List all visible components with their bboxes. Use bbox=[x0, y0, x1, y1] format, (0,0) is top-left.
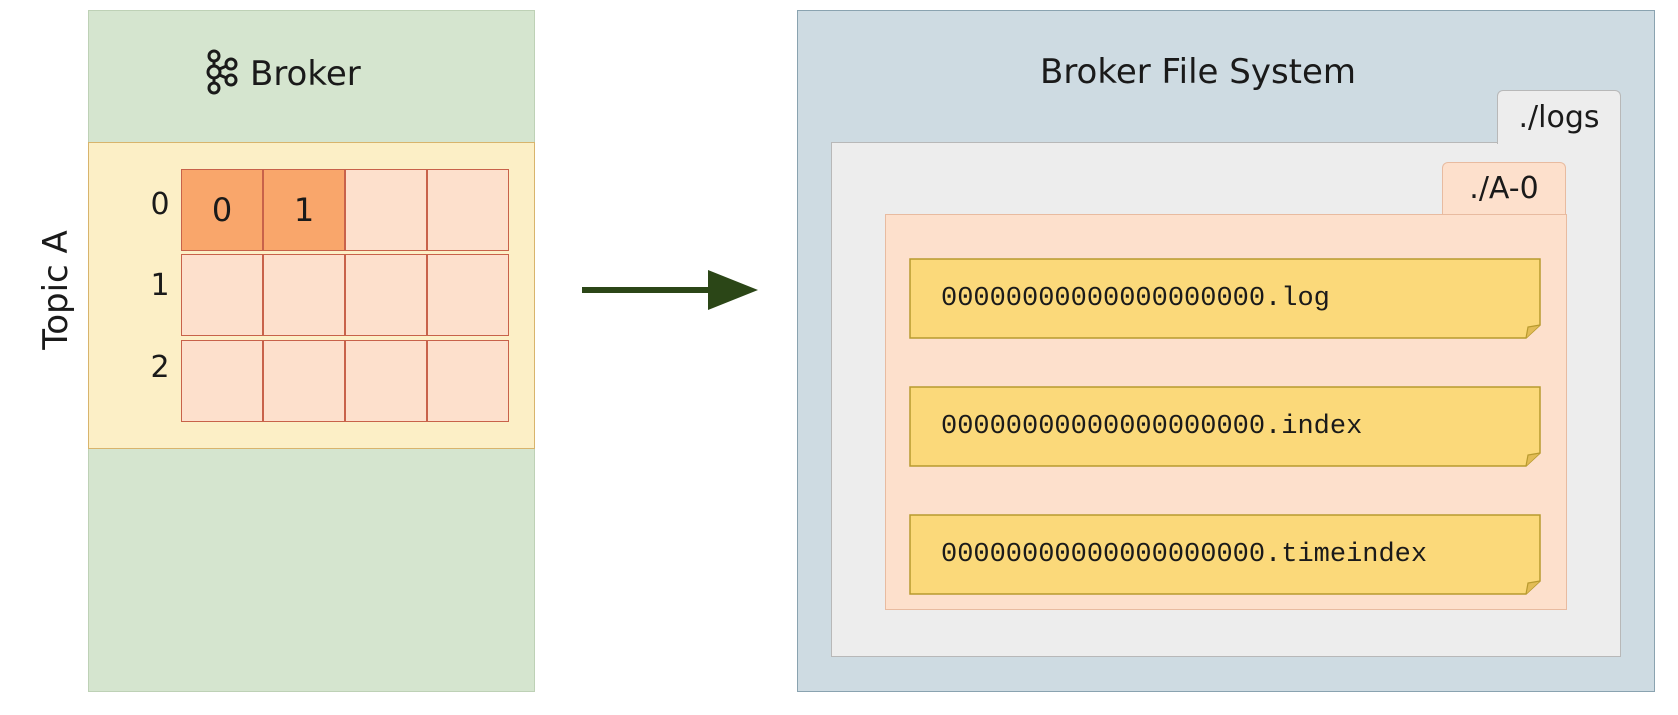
partition-1-cell-2 bbox=[345, 254, 427, 336]
partition-0-cell-0: 0 bbox=[181, 169, 263, 251]
file-system-title: Broker File System bbox=[1040, 52, 1357, 92]
index-file: 00000000000000000000.index bbox=[909, 386, 1541, 467]
broker-header: Broker bbox=[200, 49, 361, 99]
partition-label-0: 0 bbox=[150, 187, 170, 222]
partition-1-cell-1 bbox=[263, 254, 345, 336]
partition-2-cell-0 bbox=[181, 340, 263, 422]
partition-2-cell-2 bbox=[345, 340, 427, 422]
partition-0-cell-2 bbox=[345, 169, 427, 251]
timeindex-file-name: 00000000000000000000.timeindex bbox=[941, 539, 1428, 570]
partition-2-cell-1 bbox=[263, 340, 345, 422]
partition-2-cell-3 bbox=[427, 340, 509, 422]
log-file: 00000000000000000000.log bbox=[909, 258, 1541, 339]
partition-1-cell-3 bbox=[427, 254, 509, 336]
partition-0-cell-3 bbox=[427, 169, 509, 251]
file-note-icon bbox=[909, 386, 1541, 467]
file-note-icon bbox=[909, 258, 1541, 339]
timeindex-file: 00000000000000000000.timeindex bbox=[909, 514, 1541, 595]
index-file-name: 00000000000000000000.index bbox=[941, 411, 1363, 442]
partition-1-cell-0 bbox=[181, 254, 263, 336]
topic-label: Topic A bbox=[36, 230, 76, 350]
flow-arrow bbox=[580, 262, 760, 318]
partition-label-2: 2 bbox=[150, 350, 170, 385]
partition-label-1: 1 bbox=[150, 268, 170, 303]
logs-folder-tab: ./logs bbox=[1497, 90, 1621, 144]
partition-0-cell-1: 1 bbox=[263, 169, 345, 251]
kafka-logo-icon bbox=[200, 49, 240, 99]
broker-title: Broker bbox=[250, 54, 361, 94]
partition-folder-tab: ./A-0 bbox=[1442, 162, 1566, 214]
log-file-name: 00000000000000000000.log bbox=[941, 283, 1330, 314]
file-note-icon bbox=[909, 514, 1541, 595]
